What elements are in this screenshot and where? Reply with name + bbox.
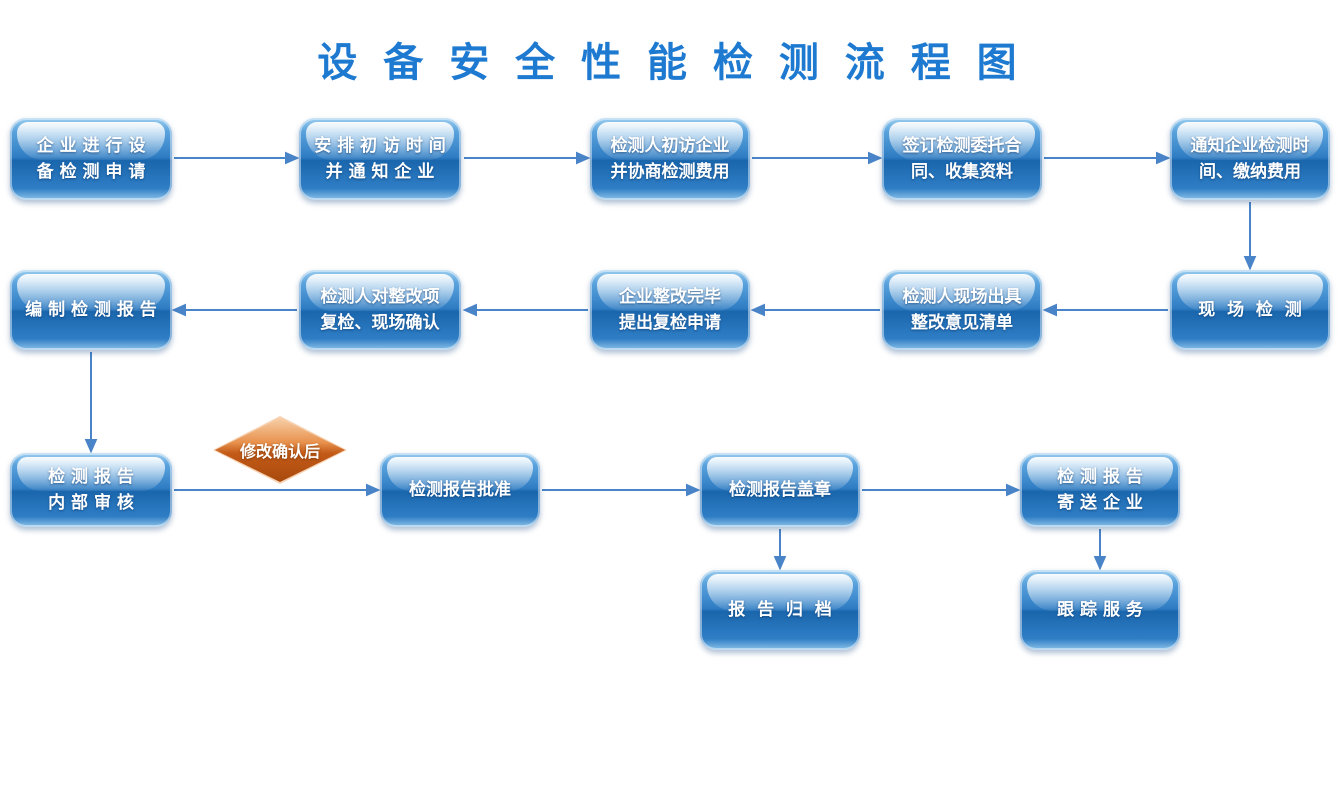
flow-node-label: 通知企业检测时 间、缴纳费用 [1190, 135, 1310, 182]
flow-node-apply: 企 业 进 行 设 备 检 测 申 请 [10, 118, 172, 200]
flow-node-send: 检 测 报 告 寄 送 企 业 [1020, 453, 1180, 527]
flow-node-label: 检测人对整改项 复检、现场确认 [320, 286, 440, 333]
arrow-approve-to-stamp [542, 483, 701, 497]
page-title: 设 备 安 全 性 能 检 测 流 程 图 [317, 40, 1023, 86]
arrow-apply-to-schedule [174, 151, 300, 165]
flow-node-tracking: 跟 踪 服 务 [1020, 570, 1180, 650]
flow-node-label: 签订检测委托合 同、收集资料 [902, 135, 1022, 182]
arrow-compile-report-to-internal-review [84, 352, 98, 454]
flow-node-label: 企 业 进 行 设 备 检 测 申 请 [36, 135, 146, 182]
arrow-sign-contract-to-notify-time [1044, 151, 1171, 165]
arrow-recheck-apply-to-recheck-confirm [462, 303, 588, 317]
flow-node-label: 检测报告盖章 [729, 479, 831, 500]
flow-node-label: 企业整改完毕 提出复检申请 [619, 286, 721, 333]
decision-label: 修改确认后 [239, 442, 320, 461]
arrow-notify-time-to-onsite-test [1243, 202, 1257, 271]
arrow-stamp-to-send [862, 483, 1021, 497]
flow-node-label: 安 排 初 访 时 间 并 通 知 企 业 [314, 135, 446, 182]
flow-node-approve: 检测报告批准 [380, 453, 540, 527]
flow-node-label: 检 测 报 告 寄 送 企 业 [1057, 466, 1143, 513]
flow-node-compile-report: 编 制 检 测 报 告 [10, 270, 172, 350]
flow-node-onsite-test: 现 场 检 测 [1170, 270, 1330, 350]
flow-node-issue-list: 检测人现场出具 整改意见清单 [882, 270, 1042, 350]
flow-node-first-visit: 检测人初访企业 并协商检测费用 [590, 118, 750, 200]
flow-node-label: 编 制 检 测 报 告 [25, 299, 157, 320]
flow-node-label: 跟 踪 服 务 [1057, 599, 1143, 620]
arrow-send-to-tracking [1093, 529, 1107, 571]
arrow-internal-review-to-approve [174, 483, 381, 497]
flow-node-label: 检 测 报 告 内 部 审 核 [48, 466, 134, 513]
flow-node-schedule: 安 排 初 访 时 间 并 通 知 企 业 [299, 118, 461, 200]
flow-node-archive: 报 告 归 档 [700, 570, 860, 650]
arrow-issue-list-to-recheck-apply [750, 303, 880, 317]
flow-node-sign-contract: 签订检测委托合 同、收集资料 [882, 118, 1042, 200]
flow-node-label: 现 场 检 测 [1198, 299, 1302, 320]
flow-node-stamp: 检测报告盖章 [700, 453, 860, 527]
flow-node-label: 检测报告批准 [409, 479, 511, 500]
flow-node-label: 检测人初访企业 并协商检测费用 [610, 135, 730, 182]
flow-node-notify-time: 通知企业检测时 间、缴纳费用 [1170, 118, 1330, 200]
flow-node-label: 报 告 归 档 [728, 599, 832, 620]
flow-node-label: 检测人现场出具 整改意见清单 [902, 286, 1022, 333]
arrow-schedule-to-first-visit [464, 151, 591, 165]
flow-node-internal-review: 检 测 报 告 内 部 审 核 [10, 453, 172, 527]
arrow-stamp-to-archive [773, 529, 787, 571]
flow-node-recheck-apply: 企业整改完毕 提出复检申请 [590, 270, 750, 350]
arrow-first-visit-to-sign-contract [752, 151, 883, 165]
arrow-onsite-test-to-issue-list [1042, 303, 1168, 317]
flow-node-recheck-confirm: 检测人对整改项 复检、现场确认 [299, 270, 461, 350]
arrow-recheck-confirm-to-compile-report [171, 303, 297, 317]
